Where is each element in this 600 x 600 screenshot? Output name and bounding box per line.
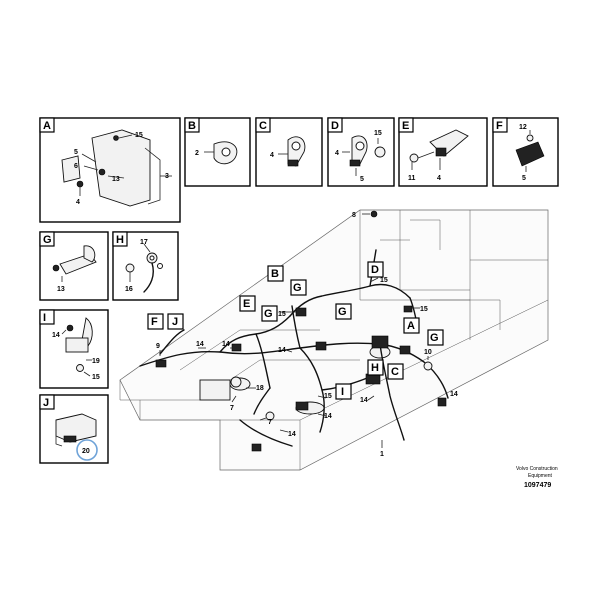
detail-e-callout-1: 11 — [408, 175, 416, 182]
svg-text:G: G — [264, 308, 273, 320]
detail-a-callout-4: 13 — [112, 176, 120, 183]
svg-text:A: A — [407, 320, 415, 332]
main-callout-18: 1 — [380, 451, 384, 458]
main-callout-8: 14 — [278, 347, 286, 354]
detail-box-i: I 14 19 15 — [39, 309, 109, 389]
svg-text:B: B — [271, 268, 279, 280]
detail-a-callout-6: 4 — [76, 199, 80, 206]
main-callout-17: 14 — [450, 391, 458, 398]
detail-i-label: I — [43, 312, 46, 324]
main-callout-13: 15 — [324, 393, 332, 400]
main-ref-d: D — [367, 261, 384, 278]
detail-b-callout-1: 2 — [195, 150, 199, 157]
main-callout-5: 9 — [156, 343, 160, 350]
highlight-circle — [76, 439, 98, 461]
detail-a-callout-5: 3 — [165, 173, 169, 180]
main-callout-11: 7 — [230, 405, 234, 412]
footer-brand-line1: Volvo Construction — [516, 466, 558, 472]
svg-text:G: G — [430, 332, 439, 344]
main-ref-g1: G — [290, 279, 307, 296]
detail-f-label: F — [496, 120, 503, 132]
detail-box-j: J 20 — [39, 394, 109, 464]
detail-h-label: H — [116, 234, 124, 246]
footer-drawing-code: 1097479 — [524, 482, 551, 489]
main-assembly: 8 15 15 15 9 14 14 14 10 18 7 7 15 14 14… — [119, 209, 549, 471]
main-ref-c: C — [387, 363, 404, 380]
detail-g-label: G — [43, 234, 52, 246]
main-callout-12: 7 — [268, 419, 272, 426]
detail-box-g: G 13 — [39, 231, 109, 301]
detail-c-label: C — [259, 120, 267, 132]
main-callout-2: 15 — [380, 277, 388, 284]
main-callout-10: 18 — [256, 385, 264, 392]
main-ref-b: B — [267, 265, 284, 282]
detail-j-label: J — [43, 397, 49, 409]
detail-a-callout-3: 6 — [74, 163, 78, 170]
detail-a-callout-2: 5 — [74, 149, 78, 156]
footer-brand-line2: Equipment — [528, 473, 553, 479]
detail-e-label: E — [402, 120, 409, 132]
svg-text:I: I — [341, 386, 344, 398]
svg-text:H: H — [371, 362, 379, 374]
detail-h-callout-1: 17 — [140, 239, 148, 246]
detail-h-callout-2: 16 — [125, 286, 133, 293]
detail-e-callout-2: 4 — [437, 175, 441, 182]
main-callout-14: 14 — [324, 413, 332, 420]
main-callout-15: 14 — [288, 431, 296, 438]
main-callout-16: 14 — [360, 397, 368, 404]
detail-i-callout-1: 14 — [52, 332, 60, 339]
main-ref-g4: G — [427, 329, 444, 346]
detail-b-label: B — [188, 120, 196, 132]
svg-text:D: D — [371, 264, 379, 276]
detail-box-d: D 15 4 5 — [327, 117, 395, 187]
detail-c-callout-1: 4 — [270, 152, 274, 159]
main-callout-1: 8 — [352, 212, 356, 219]
detail-box-f: F 12 5 — [492, 117, 559, 187]
detail-d-callout-2: 4 — [335, 150, 339, 157]
detail-box-a: A 15 5 6 13 3 4 — [39, 117, 181, 223]
detail-a-callout-1: 15 — [135, 132, 143, 139]
detail-f-callout-1: 12 — [519, 124, 527, 131]
detail-a-label: A — [43, 120, 51, 132]
main-callout-6: 14 — [196, 341, 204, 348]
main-ref-e: E — [239, 295, 256, 312]
detail-j-callout-1: 20 — [82, 448, 90, 455]
main-callout-9: 10 — [424, 349, 432, 356]
footer: Volvo Construction Equipment 1097479 — [516, 466, 558, 489]
main-ref-i: I — [335, 383, 352, 400]
detail-d-label: D — [331, 120, 339, 132]
detail-box-e: E 11 4 — [398, 117, 488, 187]
main-ref-h: H — [367, 359, 384, 376]
svg-text:J: J — [172, 316, 178, 328]
detail-box-b: B 2 — [184, 117, 251, 187]
main-ref-a: A — [403, 317, 420, 334]
detail-box-h: H 17 16 — [112, 231, 179, 301]
main-ref-f: F — [147, 313, 164, 330]
detail-i-callout-2: 19 — [92, 358, 100, 365]
svg-text:E: E — [243, 298, 250, 310]
main-callout-4: 15 — [420, 306, 428, 313]
svg-text:C: C — [391, 366, 399, 378]
main-ref-g3: G — [335, 303, 352, 320]
svg-text:G: G — [293, 282, 302, 294]
detail-d-callout-3: 5 — [360, 176, 364, 183]
detail-box-c: C 4 — [255, 117, 323, 187]
detail-i-callout-3: 15 — [92, 374, 100, 381]
svg-text:G: G — [338, 306, 347, 318]
main-ref-j: J — [167, 313, 184, 330]
main-callout-7: 14 — [222, 341, 230, 348]
svg-text:F: F — [151, 316, 158, 328]
main-callout-3: 15 — [278, 311, 286, 318]
detail-f-callout-2: 5 — [522, 175, 526, 182]
detail-g-callout-1: 13 — [57, 286, 65, 293]
main-ref-g2: G — [261, 305, 278, 322]
detail-d-callout-1: 15 — [374, 130, 382, 137]
